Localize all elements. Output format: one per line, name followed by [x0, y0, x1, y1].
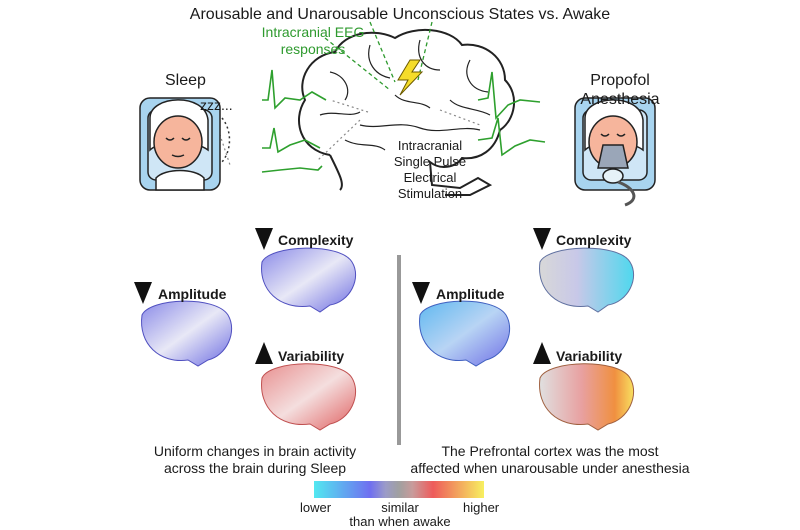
- sleep-patient-icon: [139, 97, 221, 191]
- anes-complexity-label: Complexity: [556, 232, 632, 248]
- sleep-complexity-down-arrow-icon: [255, 228, 273, 250]
- zzz-text: zzz...: [200, 97, 233, 113]
- anesthesia-patient-icon: [574, 97, 656, 207]
- legend-colorbar: [314, 481, 484, 498]
- sleep-complexity-brain-icon: [261, 247, 357, 313]
- propofol-line1: Propofol: [590, 72, 650, 89]
- central-brain-outline-icon: [298, 28, 516, 196]
- sleep-dotted-arc: [221, 117, 231, 163]
- sleep-variability-up-arrow-icon: [255, 342, 273, 364]
- eeg-label-line1: Intracranial EEG: [261, 24, 365, 40]
- legend-lower: lower: [300, 500, 332, 515]
- sleep-label: Sleep: [165, 72, 206, 89]
- sleep-variability-label: Variability: [278, 348, 345, 364]
- eeg-traces-left: [261, 69, 327, 173]
- sleep-amplitude-brain-icon: [141, 300, 233, 367]
- sleep-caption-line2: across the brain during Sleep: [163, 460, 347, 476]
- stim-line1: Intracranial: [397, 138, 463, 153]
- legend-higher: higher: [463, 500, 500, 515]
- anes-caption-line1: The Prefrontal cortex was the most: [441, 443, 659, 459]
- figure-title: Arousable and Unarousable Unconscious St…: [189, 6, 611, 23]
- anes-amplitude-down-arrow-icon: [412, 282, 430, 304]
- stim-line2: Single Pulse: [393, 154, 467, 169]
- sleep-caption-line1: Uniform changes in brain activity: [153, 443, 357, 459]
- anes-caption-line2: affected when unarousable under anesthes…: [410, 460, 690, 476]
- sleep-complexity-label: Complexity: [278, 232, 354, 248]
- anesthesia-complexity-brain-icon: [539, 247, 635, 313]
- stim-line3: Electrical: [403, 170, 457, 185]
- anesthesia-amplitude-brain-icon: [419, 300, 511, 367]
- anes-variability-label: Variability: [556, 348, 623, 364]
- sleep-amplitude-down-arrow-icon: [134, 282, 152, 304]
- dotted-connectors: [214, 99, 481, 166]
- eeg-label-line2: responses: [280, 41, 346, 57]
- stim-line4: Stimulation: [397, 186, 463, 201]
- propofol-line2: Anesthesia: [580, 91, 660, 108]
- electrode-lines: [324, 21, 433, 91]
- sleep-variability-brain-icon: [261, 363, 357, 431]
- sleep-amplitude-label: Amplitude: [158, 286, 227, 302]
- anes-variability-up-arrow-icon: [533, 342, 551, 364]
- anes-complexity-down-arrow-icon: [533, 228, 551, 250]
- legend-subtitle: than when awake: [349, 514, 451, 529]
- arrowheads: [134, 228, 551, 364]
- stimulation-bolt-icon: [397, 59, 424, 96]
- anesthesia-variability-brain-icon: [539, 363, 635, 431]
- legend-similar: similar: [381, 500, 419, 515]
- anes-amplitude-label: Amplitude: [436, 286, 505, 302]
- eeg-traces-right: [477, 71, 546, 157]
